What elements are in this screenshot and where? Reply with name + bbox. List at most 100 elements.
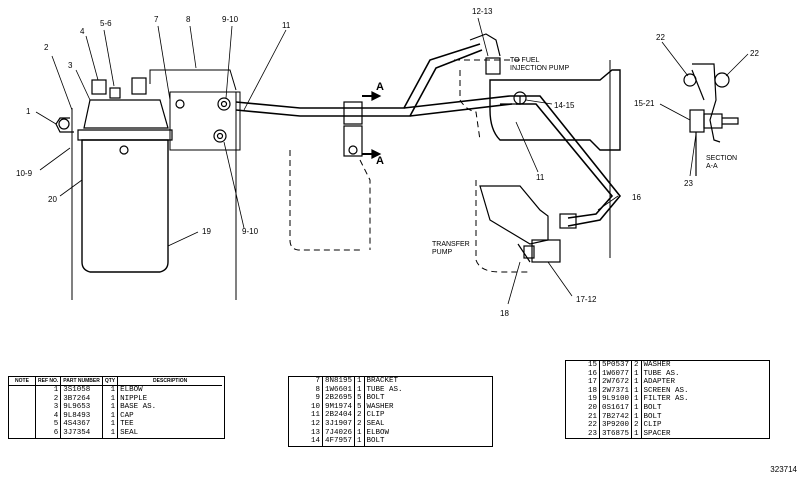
description-cell: TEE bbox=[117, 420, 223, 429]
qty-cell: 1 bbox=[101, 385, 118, 395]
ref-cell: 15 bbox=[588, 361, 598, 369]
callout-9-10-top: 9-10 bbox=[222, 15, 239, 24]
qty-cell: 5 bbox=[354, 402, 365, 412]
bracket bbox=[149, 69, 241, 300]
ref-cell: 12 bbox=[311, 419, 321, 428]
ref-cell: 9 bbox=[315, 394, 321, 403]
ref-cell: 17 bbox=[588, 378, 598, 387]
callout-18: 18 bbox=[500, 309, 509, 318]
part-number-cell: 9L8493 bbox=[60, 411, 103, 421]
ref-cell: 4 bbox=[53, 411, 59, 420]
note-cell bbox=[9, 403, 36, 412]
callout-5-6: 5-6 bbox=[100, 19, 112, 28]
note-cell bbox=[9, 420, 36, 429]
ref-cell: 13 bbox=[311, 428, 321, 437]
part-number-cell: 1W6601 bbox=[322, 385, 355, 395]
description-cell: TUBE AS. bbox=[363, 385, 405, 395]
spacer-cell bbox=[566, 361, 586, 370]
description-cell: WASHER bbox=[363, 402, 405, 412]
ref-cell: 16 bbox=[588, 369, 598, 378]
section-arrow-label-top: A bbox=[376, 81, 384, 93]
description-cell: CAP bbox=[117, 411, 223, 421]
qty-cell: 2 bbox=[354, 411, 365, 420]
ref-cell: 7 bbox=[315, 377, 321, 385]
description-cell: BASE AS. bbox=[117, 403, 223, 412]
section-arrows bbox=[362, 91, 382, 159]
ref-cell: 6 bbox=[53, 428, 59, 437]
ref-cell: 11 bbox=[311, 411, 321, 420]
spacer-cell bbox=[566, 395, 586, 404]
section-a-a-detail bbox=[683, 63, 739, 176]
transfer-pump bbox=[479, 185, 561, 263]
col-part-number: PART NUMBER bbox=[60, 377, 103, 386]
col-qty: QTY bbox=[101, 377, 118, 386]
qty-cell: 1 bbox=[631, 412, 642, 422]
callout-2: 2 bbox=[44, 43, 49, 52]
ref-cell: 8 bbox=[315, 385, 321, 394]
qty-cell: 1 bbox=[631, 378, 642, 387]
spacer-cell bbox=[289, 420, 309, 429]
tube-assembly-16 bbox=[516, 95, 622, 229]
spacer-cell bbox=[289, 411, 309, 420]
ref-cell: 23 bbox=[588, 429, 598, 438]
part-number-cell: 7B2742 bbox=[599, 412, 632, 422]
description-cell: BOLT bbox=[363, 437, 405, 446]
drawing-number: 323714 bbox=[770, 465, 797, 474]
description-cell: WASHER bbox=[640, 361, 691, 370]
part-number-cell: 2W7672 bbox=[599, 378, 632, 387]
description-cell: ELBOW bbox=[363, 428, 405, 438]
callout-22-right: 22 bbox=[750, 49, 759, 58]
ref-cell: 10 bbox=[311, 402, 321, 411]
callout-22-left: 22 bbox=[656, 33, 665, 42]
description-cell: CLIP bbox=[363, 411, 405, 420]
description-cell: SEAL bbox=[117, 428, 223, 438]
callout-19: 19 bbox=[202, 227, 211, 236]
ref-cell: 14 bbox=[311, 437, 321, 446]
qty-cell: 1 bbox=[631, 386, 642, 396]
part-number-cell: 4F7957 bbox=[322, 437, 355, 446]
description-cell: SCREEN AS. bbox=[640, 386, 691, 396]
part-number-cell: 9L9653 bbox=[60, 403, 103, 412]
qty-cell: 1 bbox=[101, 394, 118, 404]
callout-15-21: 15-21 bbox=[634, 99, 655, 108]
callout-11-top: 11 bbox=[282, 21, 291, 30]
ref-cell: 20 bbox=[588, 403, 598, 412]
part-number-cell: 3J1907 bbox=[322, 419, 355, 429]
spacer-cell bbox=[289, 377, 309, 386]
qty-cell: 2 bbox=[354, 419, 365, 429]
spacer-cell bbox=[566, 387, 586, 396]
description-cell: ELBOW bbox=[117, 385, 223, 395]
callout-4: 4 bbox=[80, 27, 85, 36]
note-cell bbox=[9, 394, 36, 404]
section-arrow-label-bottom: A bbox=[376, 155, 384, 167]
ref-cell: 3 bbox=[53, 403, 59, 412]
spacer-cell bbox=[289, 386, 309, 395]
description-cell: NIPPLE bbox=[117, 394, 223, 404]
part-number-cell: 2B2695 bbox=[322, 394, 355, 403]
description-cell: TUBE AS. bbox=[640, 369, 691, 379]
callout-10-9: 10-9 bbox=[16, 169, 33, 178]
callout-labels: 1 2 3 4 5-6 7 8 9-10 11 12-13 22 22 14-1… bbox=[16, 7, 759, 318]
ref-cell: 22 bbox=[588, 421, 598, 430]
spacer-cell bbox=[566, 430, 586, 439]
callout-12-13: 12-13 bbox=[472, 7, 493, 16]
ref-cell: 18 bbox=[588, 386, 598, 395]
